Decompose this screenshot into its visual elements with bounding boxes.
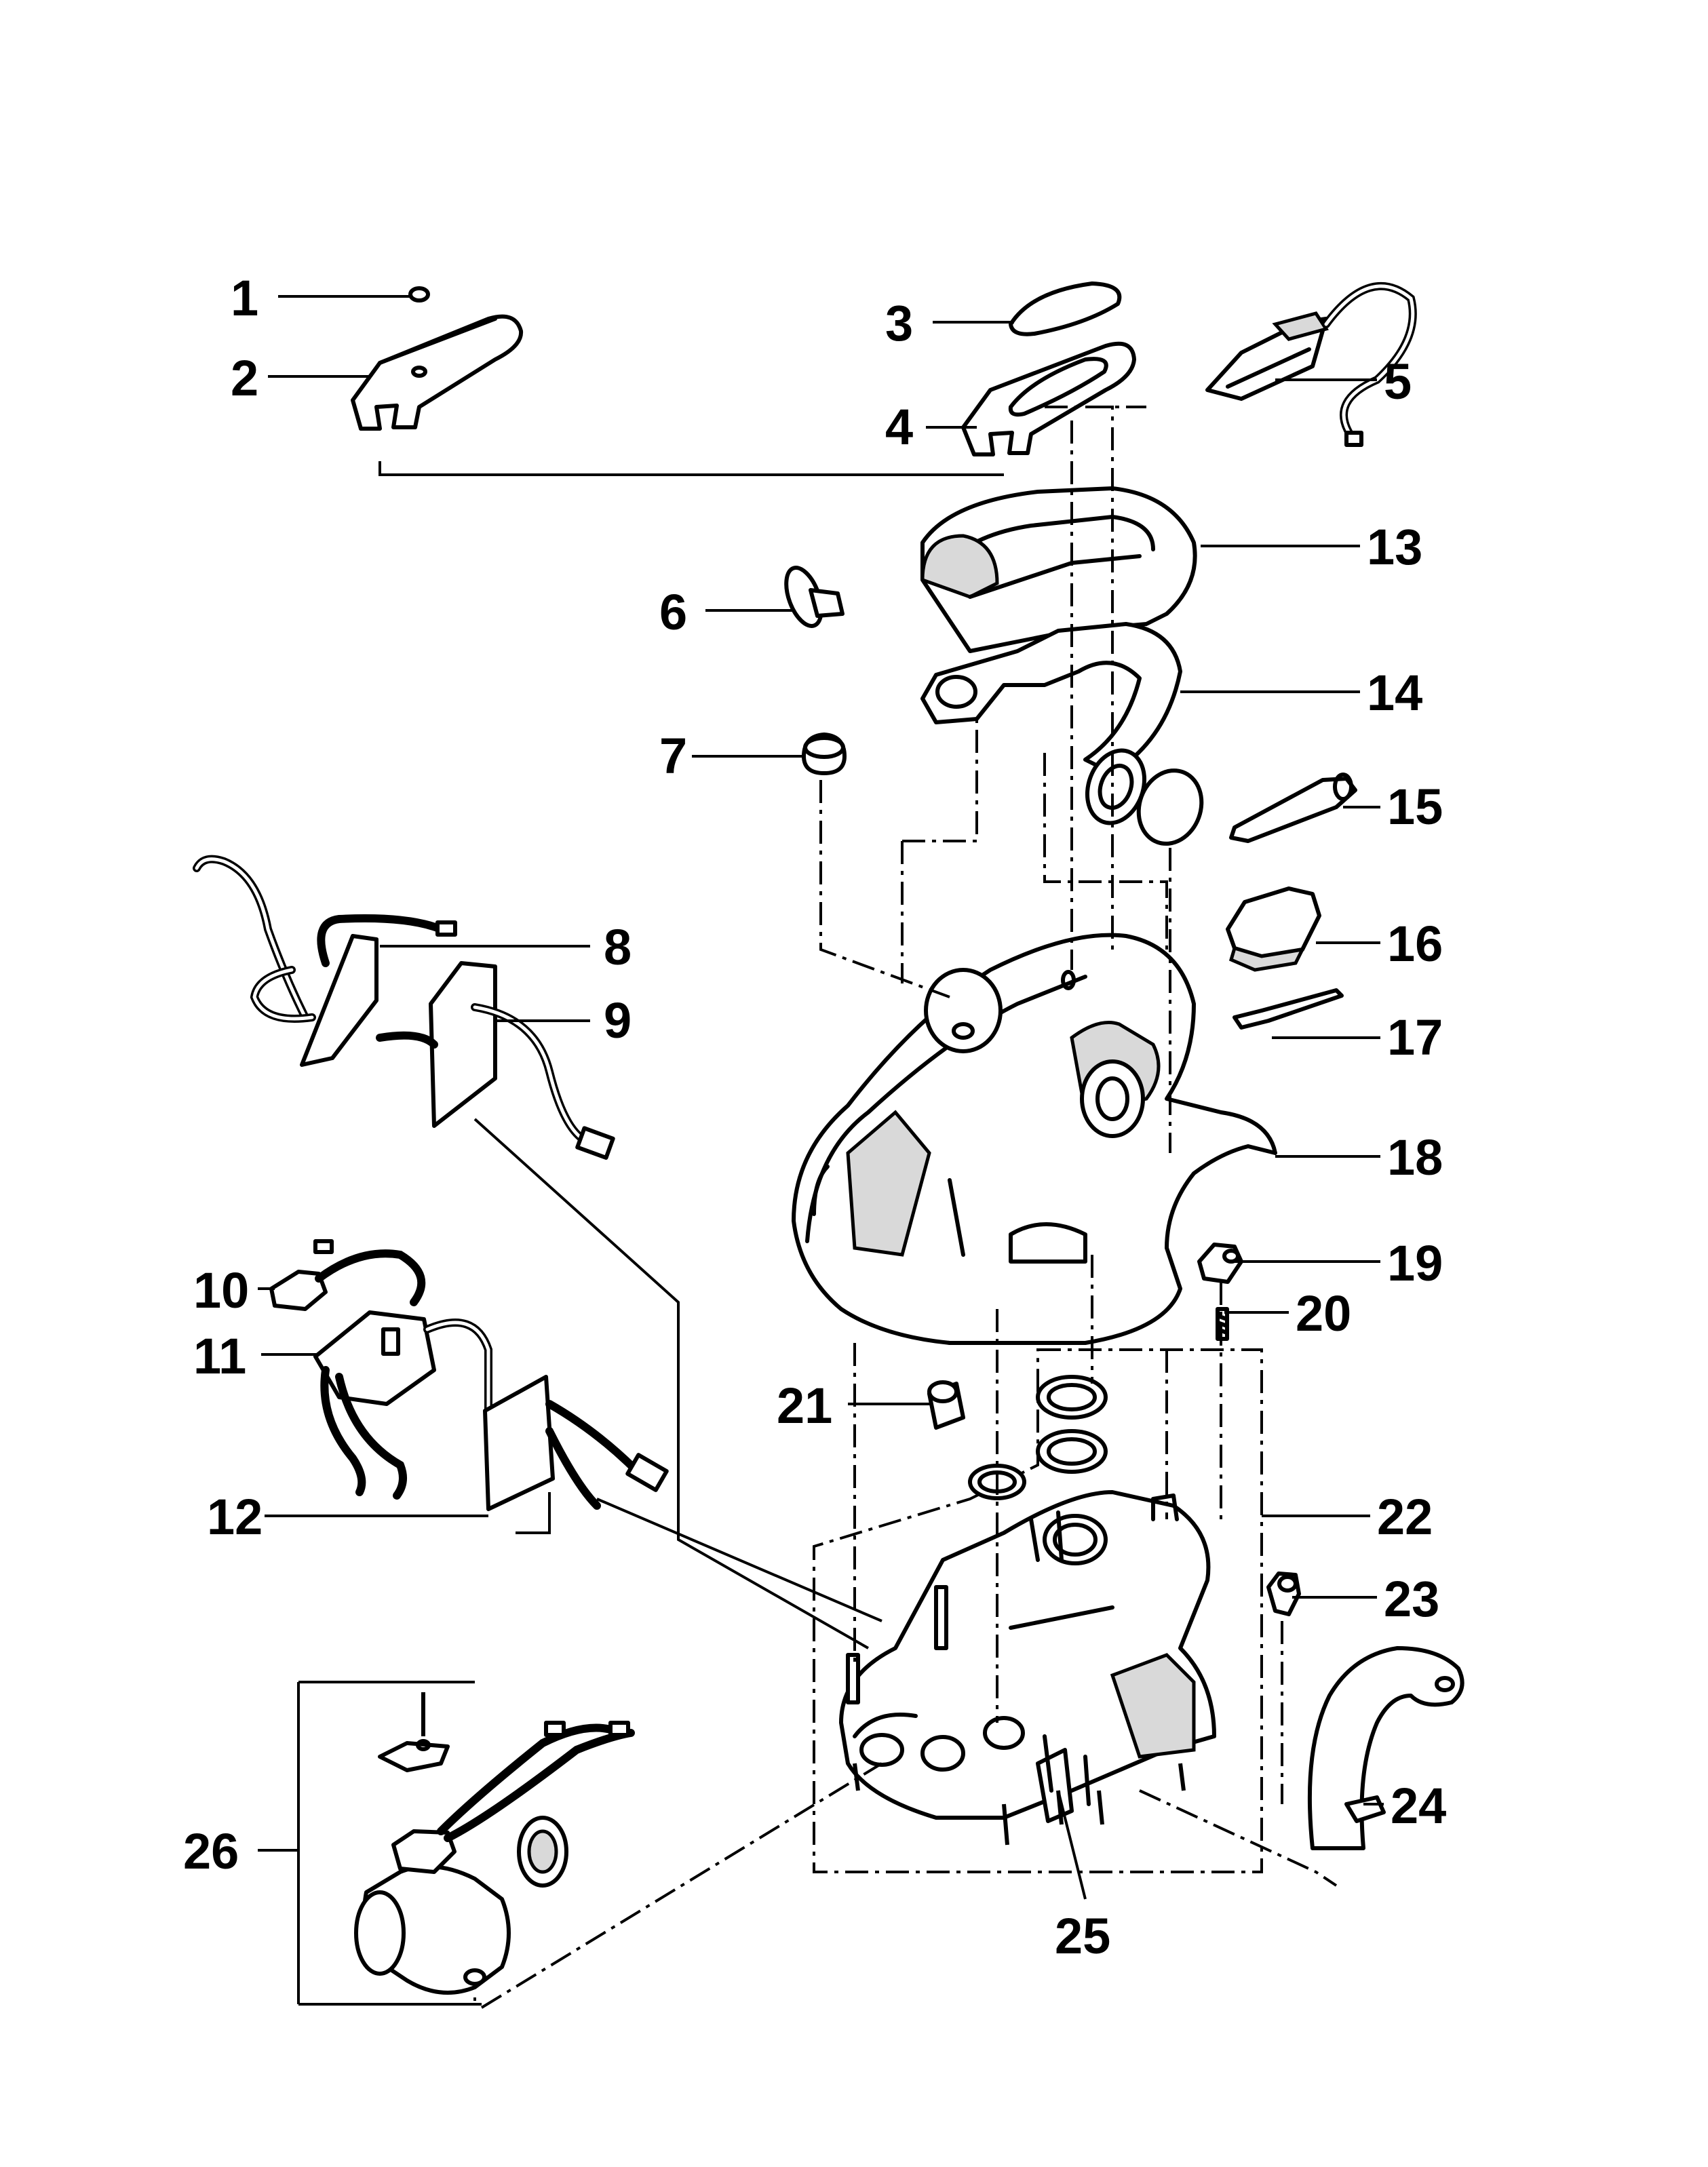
part-11-circuit-board — [313, 1310, 493, 1500]
callout-17: 17 — [1387, 1009, 1443, 1066]
part-8-circuit-board — [193, 855, 457, 1067]
part-14-nozzle — [1085, 748, 1204, 846]
callout-labels: 1 2 3 4 5 6 7 8 9 10 11 12 13 14 15 16 1… — [183, 270, 1446, 1964]
callout-15: 15 — [1387, 779, 1443, 835]
callout-3: 3 — [885, 295, 913, 351]
callout-12: 12 — [207, 1489, 263, 1545]
callout-11: 11 — [193, 1328, 246, 1384]
callout-23: 23 — [1384, 1571, 1439, 1627]
part-21-grommet — [927, 1380, 965, 1430]
callout-1: 1 — [231, 270, 258, 326]
callout-7: 7 — [659, 728, 687, 784]
callout-19: 19 — [1387, 1235, 1443, 1291]
part-18-main-housing — [792, 933, 1277, 1345]
callout-4: 4 — [885, 399, 913, 455]
part-22-base-assembly — [813, 1348, 1263, 1873]
callout-20: 20 — [1296, 1285, 1351, 1342]
part-17-tool — [1233, 988, 1344, 1030]
callout-13: 13 — [1367, 519, 1422, 575]
callout-25: 25 — [1055, 1908, 1110, 1964]
callout-14: 14 — [1367, 665, 1422, 721]
callout-5: 5 — [1384, 353, 1412, 410]
part-15-crevice-tool — [1229, 773, 1357, 843]
callout-24: 24 — [1391, 1778, 1446, 1834]
part-10-switch — [269, 1239, 426, 1311]
callout-9: 9 — [604, 992, 632, 1049]
part-19-latch — [1197, 1243, 1243, 1284]
callout-16: 16 — [1387, 916, 1443, 972]
part-1-cap — [408, 286, 430, 302]
part-9-circuit-board — [376, 961, 615, 1160]
callout-leaders — [258, 295, 1384, 1900]
callout-6: 6 — [659, 584, 687, 640]
callout-26: 26 — [183, 1823, 239, 1879]
part-26-motor-assembly — [297, 1681, 635, 2006]
part-6-knob — [784, 566, 845, 628]
callout-22: 22 — [1377, 1489, 1433, 1545]
part-25-screws — [853, 1763, 1186, 1846]
part-3-button — [1009, 281, 1122, 336]
part-14-handle-yoke — [920, 622, 1182, 775]
part-5-switch-assembly — [1205, 281, 1417, 447]
callout-2: 2 — [231, 350, 258, 406]
callout-10: 10 — [193, 1262, 249, 1319]
part-13-handle — [920, 486, 1197, 653]
part-2-handle-cover — [351, 314, 524, 431]
part-12-circuit-board — [483, 1375, 669, 1534]
part-16-brush — [1226, 886, 1321, 972]
part-4-handle-top — [961, 341, 1136, 456]
part-7-cap — [802, 733, 847, 775]
assembly-lines — [379, 406, 1338, 2009]
callout-18: 18 — [1387, 1129, 1443, 1186]
callout-8: 8 — [604, 919, 632, 975]
part-23-plug — [1266, 1571, 1301, 1616]
callout-21: 21 — [777, 1378, 832, 1434]
